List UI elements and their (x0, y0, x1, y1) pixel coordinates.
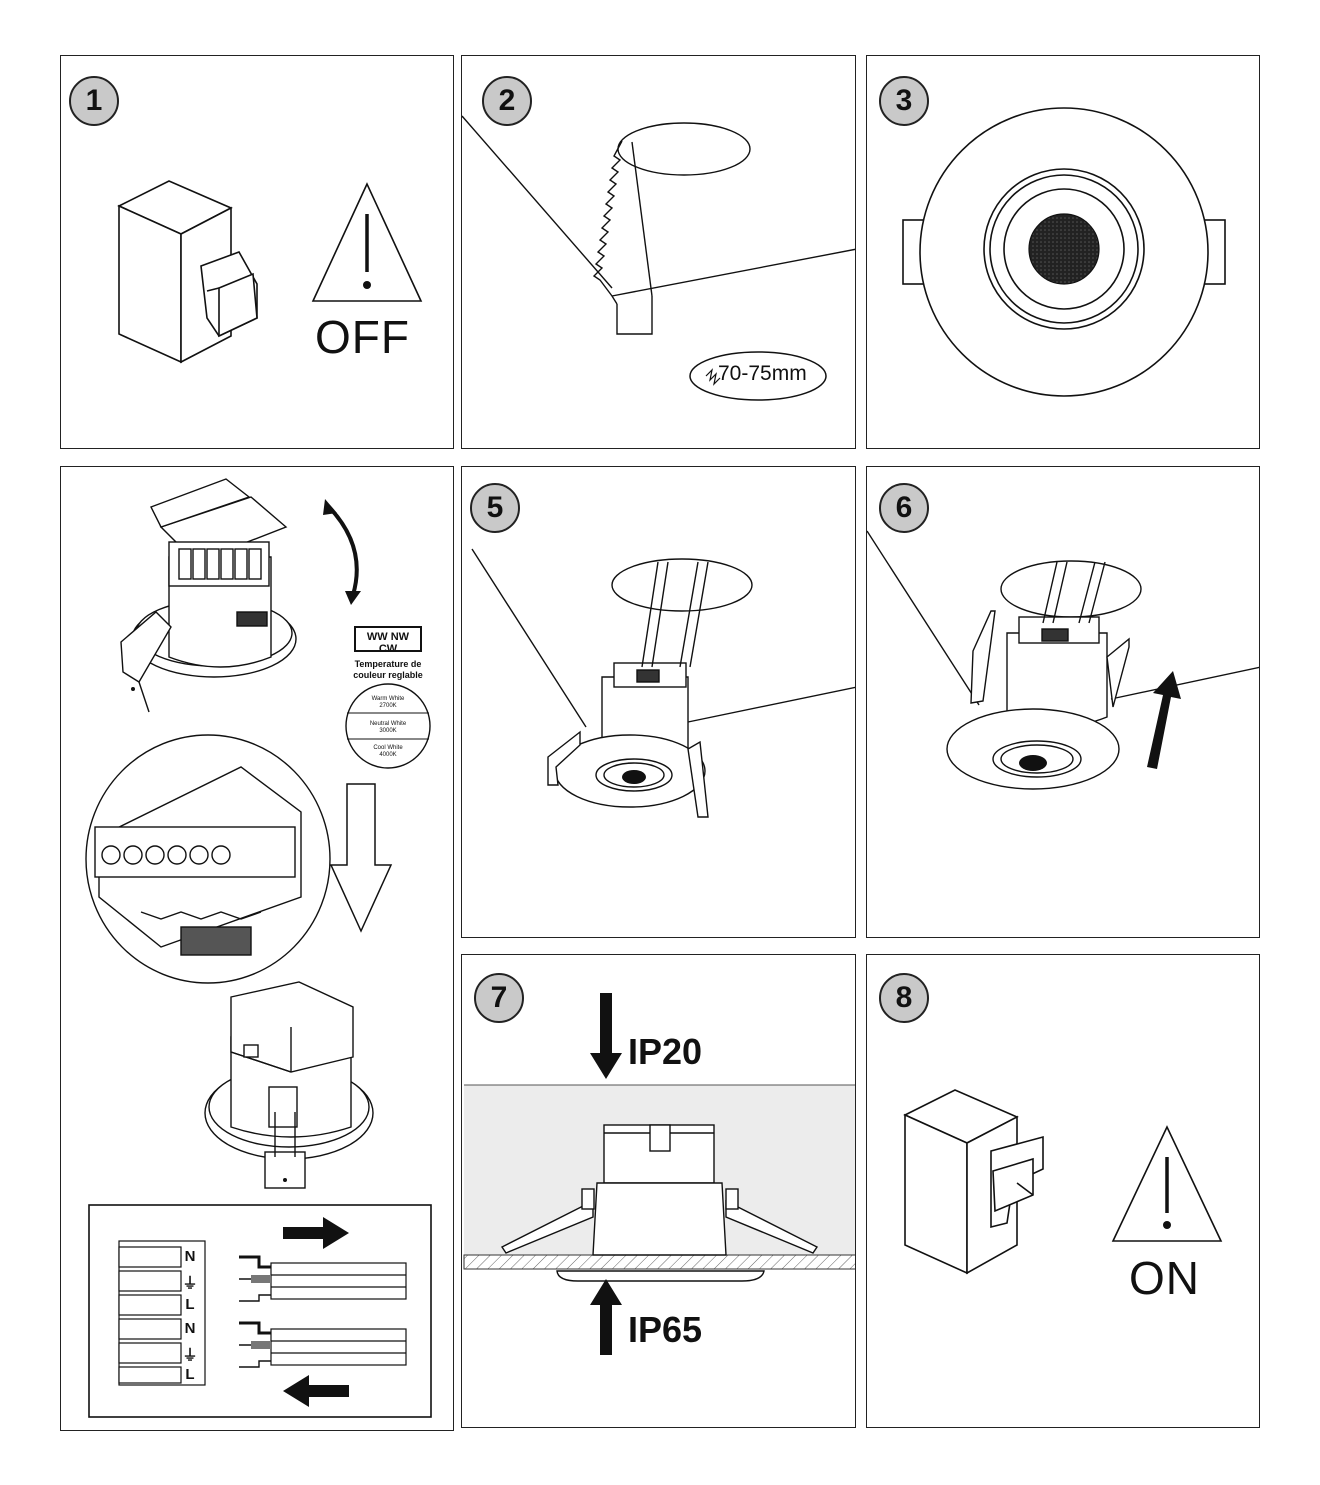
step-6-panel: 6 (866, 466, 1260, 938)
step-8-panel: 8 ON (866, 954, 1260, 1428)
step-8-badge: 8 (879, 973, 929, 1023)
step-7-badge: 7 (474, 973, 524, 1023)
arrow-down-icon (590, 993, 622, 1079)
step-1-panel: 1 OFF (60, 55, 454, 449)
cct-cool-kelvin: 4000K (379, 752, 397, 758)
terminal-block-zoom-icon (85, 734, 393, 984)
circuit-breaker-on-icon (903, 1089, 1044, 1275)
terminal-label-n2: N (184, 1320, 196, 1337)
step-5-badge: 5 (470, 483, 520, 533)
insert-luminaire-illustration (471, 548, 855, 818)
step-2-badge: 2 (482, 76, 532, 126)
terminal-label-n1: N (184, 1248, 196, 1265)
cct-warm-kelvin: 2700K (379, 703, 397, 709)
cct-caption-line2: couleur reglable (353, 670, 423, 680)
off-label: OFF (315, 311, 410, 363)
cct-neutral-kelvin: 3000K (379, 728, 397, 734)
terminal-label-l2: L (185, 1366, 195, 1383)
push-luminaire-up-illustration (867, 530, 1259, 790)
arrow-up-icon (590, 1279, 622, 1355)
step-3-panel: 3 (866, 55, 1260, 449)
luminaire-closed-cover-icon (204, 981, 374, 1189)
cct-neutral-name: Neutral White (369, 721, 407, 727)
ip65-label: IP65 (628, 1309, 703, 1350)
step-5-panel: 5 (461, 466, 856, 938)
step-2-panel: 2 70-75mm (461, 55, 856, 449)
step-4-panel: WW NW CW Temperature de couleur reglable… (60, 466, 454, 1431)
terminal-label-earth1: ⏚ (182, 1275, 198, 1292)
ip-rating-ceiling-illustration (463, 993, 855, 1355)
cct-options-disc (345, 683, 431, 769)
step-6-badge: 6 (879, 483, 929, 533)
arrow-left-icon (283, 1375, 349, 1407)
terminal-label-l1: L (185, 1296, 195, 1313)
luminaire-open-terminal-icon (120, 478, 361, 713)
warning-triangle-icon (1111, 1125, 1223, 1242)
cct-switch-label: WW NW CW (366, 631, 410, 655)
circuit-breaker-off-icon (117, 180, 258, 364)
terminal-label-earth2: ⏚ (182, 1347, 198, 1364)
ip20-label: IP20 (628, 1031, 703, 1072)
downlight-front-view-icon (902, 107, 1226, 397)
arrow-up-icon (1147, 671, 1181, 769)
cct-caption-line1: Temperature de (354, 659, 422, 669)
warning-triangle-icon (311, 182, 423, 302)
hole-size-label: 70-75mm (718, 362, 807, 385)
arrow-right-icon (283, 1217, 349, 1249)
wiring-diagram (88, 1204, 432, 1418)
step-1-badge: 1 (69, 76, 119, 126)
on-label: ON (1129, 1252, 1200, 1304)
cct-warm-name: Warm White (371, 696, 405, 702)
step-3-badge: 3 (879, 76, 929, 126)
hole-saw-cutting-illustration (462, 115, 855, 335)
step-7-panel: 7 IP20 IP65 (461, 954, 856, 1428)
cct-cool-name: Cool White (373, 745, 403, 751)
hole-diameter-badge (689, 351, 827, 401)
cct-switch-frame (354, 626, 422, 652)
